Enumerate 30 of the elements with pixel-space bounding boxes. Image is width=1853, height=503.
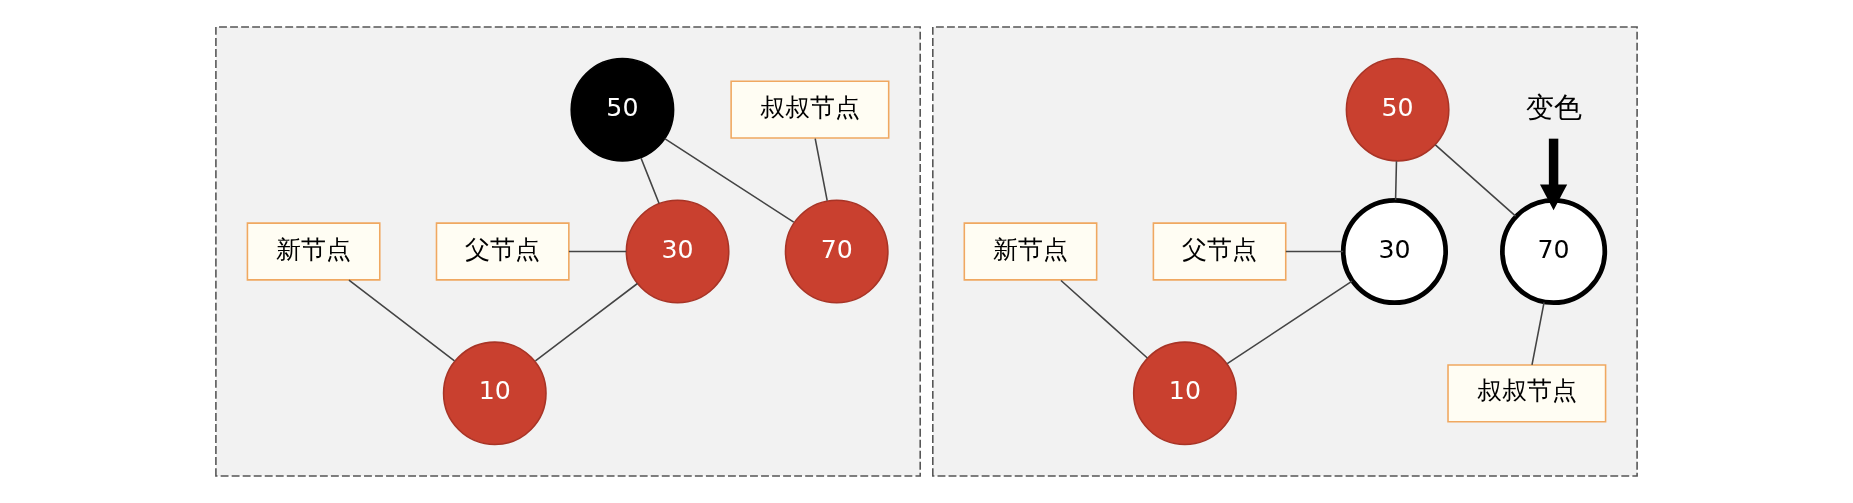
connector xyxy=(640,157,660,205)
cluster xyxy=(932,26,1638,477)
node-circle: 70 xyxy=(784,199,889,304)
connector xyxy=(1394,160,1398,201)
node-box: 新节点 xyxy=(963,222,1098,281)
node-circle: 50 xyxy=(570,57,675,162)
connector xyxy=(663,137,795,223)
connector xyxy=(1434,144,1517,217)
node-circle: 50 xyxy=(1345,57,1450,162)
connector xyxy=(1060,279,1149,359)
connector xyxy=(1226,280,1353,365)
node-box: 叔叔节点 xyxy=(730,80,890,139)
node-box: 新节点 xyxy=(246,222,381,281)
node-box: 叔叔节点 xyxy=(1447,364,1607,423)
node-box: 父节点 xyxy=(1152,222,1287,281)
connector xyxy=(1285,250,1344,253)
cluster xyxy=(215,26,921,477)
node-text: 变色 xyxy=(1525,90,1582,124)
connector xyxy=(814,137,828,202)
connector xyxy=(348,279,456,362)
node-circle: 10 xyxy=(442,341,547,446)
node-box: 父节点 xyxy=(435,222,570,281)
connector xyxy=(568,250,627,253)
node-circle: 70 xyxy=(1500,197,1608,306)
node-circle: 30 xyxy=(1340,197,1449,306)
connector xyxy=(1531,301,1545,366)
node-circle: 10 xyxy=(1132,341,1237,446)
arrow xyxy=(1540,138,1568,211)
node-circle: 30 xyxy=(625,199,730,304)
connector xyxy=(534,282,639,362)
